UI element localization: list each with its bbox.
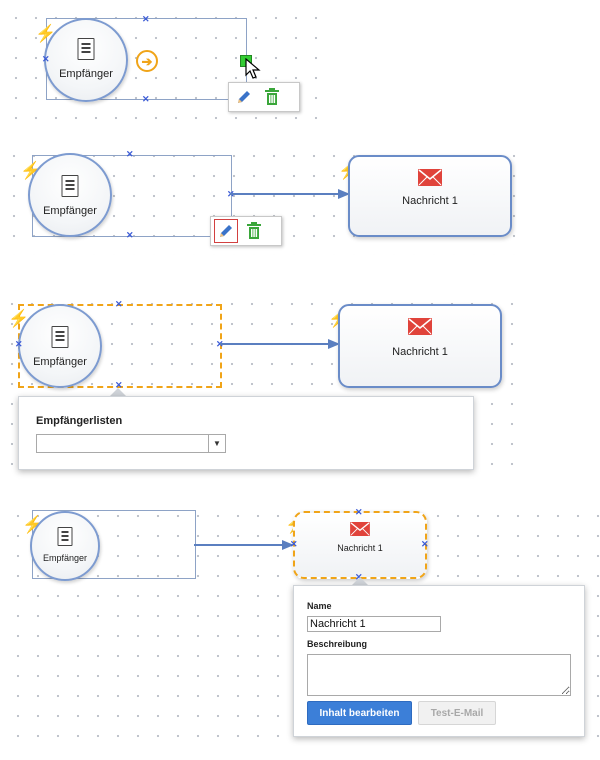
- recipient-node-label: Empfänger: [42, 553, 88, 563]
- arrow-right-circle-icon[interactable]: ➔: [136, 50, 158, 72]
- document-list-icon: [61, 175, 79, 197]
- resize-handle[interactable]: ✕: [290, 539, 298, 549]
- name-field[interactable]: [307, 616, 441, 632]
- connection-edge[interactable]: [228, 188, 352, 200]
- mail-icon: [350, 522, 370, 536]
- document-list-icon: [51, 326, 69, 348]
- resize-handle[interactable]: ✕: [421, 539, 429, 549]
- trash-icon: [247, 222, 261, 239]
- name-label: Name: [307, 601, 332, 611]
- canvas-panel-4: ⚡ Empfänger ⚡ Nachricht 1 ✕ ✕ ✕ ✕ Name B…: [0, 500, 600, 745]
- document-list-icon: [57, 527, 73, 546]
- resize-handle[interactable]: ✕: [115, 299, 123, 309]
- resize-handle[interactable]: ✕: [355, 507, 363, 517]
- edit-content-button[interactable]: Inhalt bearbeiten: [307, 701, 412, 725]
- popup-caret: [110, 388, 126, 396]
- message-node[interactable]: Nachricht 1: [338, 304, 502, 388]
- resize-handle[interactable]: ✕: [42, 54, 50, 64]
- recipient-node-label: Empfänger: [43, 205, 97, 217]
- recipient-lists-label: Empfängerlisten: [36, 415, 123, 427]
- document-list-icon: [77, 38, 95, 60]
- message-node[interactable]: Nachricht 1: [348, 155, 512, 237]
- popup-caret: [352, 577, 368, 585]
- recipient-node-label: Empfänger: [59, 68, 113, 80]
- resize-handle[interactable]: ✕: [15, 339, 23, 349]
- connection-edge[interactable]: [194, 539, 296, 551]
- node-toolbar: [210, 216, 282, 246]
- description-label: Beschreibung: [307, 639, 368, 649]
- resize-handle[interactable]: ✕: [115, 380, 123, 390]
- message-node-label: Nachricht 1: [392, 346, 448, 358]
- recipient-node-label: Empfänger: [33, 356, 87, 368]
- delete-button[interactable]: [243, 220, 265, 242]
- cursor-icon: [245, 58, 261, 79]
- recipient-node[interactable]: Empfänger: [44, 18, 128, 102]
- test-email-button[interactable]: Test-E-Mail: [418, 701, 496, 725]
- node-toolbar: [228, 82, 300, 112]
- description-field[interactable]: [307, 654, 571, 696]
- mail-icon: [408, 318, 432, 335]
- resize-handle[interactable]: ✕: [142, 94, 150, 104]
- mail-icon: [418, 169, 442, 186]
- pencil-icon: [220, 225, 232, 237]
- edit-button[interactable]: [214, 219, 238, 243]
- delete-button[interactable]: [261, 86, 283, 108]
- recipient-node[interactable]: Empfänger: [30, 511, 100, 581]
- recipient-node[interactable]: Empfänger: [18, 304, 102, 388]
- recipient-lists-popup: Empfängerlisten ▼: [18, 396, 474, 470]
- connection-edge[interactable]: [218, 338, 342, 350]
- chevron-down-icon[interactable]: ▼: [208, 435, 225, 452]
- trash-icon: [265, 88, 279, 105]
- recipient-node[interactable]: Empfänger: [28, 153, 112, 237]
- resize-handle[interactable]: ✕: [126, 149, 134, 159]
- resize-handle[interactable]: ✕: [216, 339, 224, 349]
- resize-handle[interactable]: ✕: [126, 230, 134, 240]
- message-node[interactable]: Nachricht 1: [293, 511, 427, 579]
- resize-handle[interactable]: ✕: [142, 14, 150, 24]
- canvas-panel-2: ⚡ Empfänger ✕ ✕ ✕ ⚡ Nachricht 1: [0, 140, 530, 265]
- pencil-icon: [238, 91, 250, 103]
- recipient-lists-select[interactable]: ▼: [36, 434, 226, 453]
- canvas-panel-3: ⚡ Empfänger ✕ ✕ ✕ ✕ ⚡ Nachricht 1 Empfän…: [0, 290, 530, 475]
- message-properties-popup: Name Beschreibung Inhalt bearbeiten Test…: [293, 585, 585, 737]
- message-node-label: Nachricht 1: [402, 195, 458, 207]
- edit-button[interactable]: [233, 86, 255, 108]
- canvas-panel-1: ⚡ Empfänger ➔ ✕ ✕ ✕: [0, 0, 320, 125]
- message-node-label: Nachricht 1: [337, 543, 383, 553]
